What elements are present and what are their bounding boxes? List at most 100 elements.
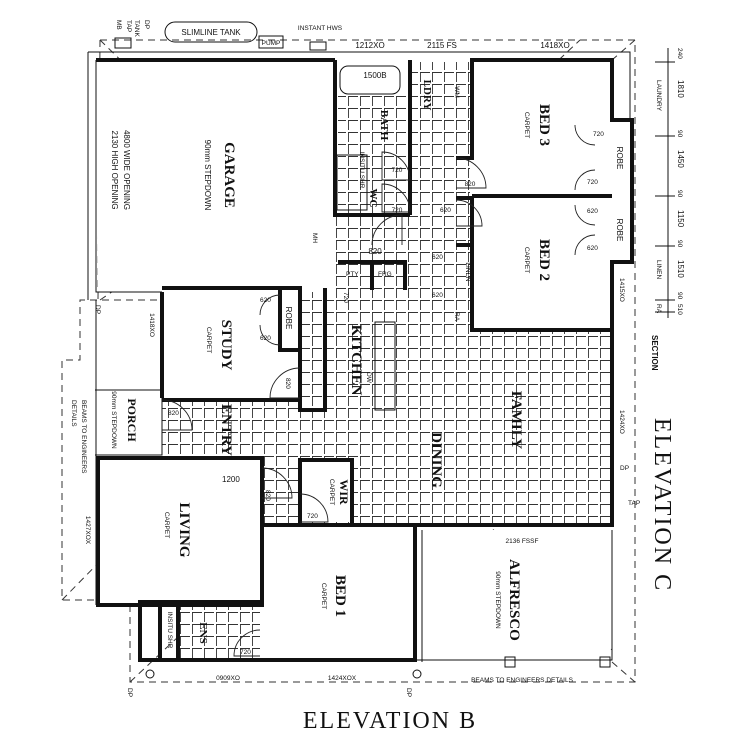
downpipe-icon bbox=[145, 669, 155, 679]
alfresco-stepdown: 90mm STEPDOWN bbox=[494, 571, 501, 629]
side-dimensions: 240 LAUNDRY 1810 90 1450 90 1150 90 LINE… bbox=[650, 48, 685, 371]
dim-linen-label: LINEN bbox=[655, 260, 662, 279]
kitchen-label: KITCHEN bbox=[348, 325, 364, 396]
bed3-label: BED 3 bbox=[536, 104, 552, 146]
room-alfresco: ALFRESCO 90mm STEPDOWN 2136 FSSF BEAMS T… bbox=[471, 538, 574, 684]
room-ensuite: ENS INSITU SHR 720 0909XO bbox=[166, 612, 251, 682]
garage-label: GARAGE bbox=[221, 142, 237, 208]
family-dp: DP bbox=[620, 465, 629, 472]
porch-door: 820 bbox=[168, 410, 179, 417]
dining-label: DINING bbox=[428, 432, 444, 488]
room-bed-1: BED 1 CARPET 1424XOX bbox=[320, 575, 357, 682]
carpet-rooms bbox=[98, 62, 612, 662]
wir-label: WIR bbox=[337, 479, 351, 505]
linen-label: LINEN bbox=[464, 262, 471, 281]
living-label: LIVING bbox=[176, 502, 192, 557]
pump-label: PUMP bbox=[262, 40, 281, 47]
manhole-label: MH bbox=[311, 233, 318, 243]
mb-label: MB bbox=[115, 20, 122, 30]
wir-door: 720 bbox=[307, 513, 318, 520]
dim-1810: 1810 bbox=[676, 80, 685, 98]
bed3-floor: CARPET bbox=[523, 112, 530, 138]
room-bath: 1500B BATH INSITU SHR 720 WC 720 820 LDR… bbox=[358, 71, 476, 256]
linen-door-2: 620 bbox=[432, 292, 443, 299]
study-window: 1418XO bbox=[148, 313, 155, 337]
garage-opening-height: 2130 HIGH OPENING bbox=[110, 130, 119, 209]
bed1-label: BED 1 bbox=[332, 575, 348, 617]
dim-90-d: 90 bbox=[676, 292, 683, 300]
dim-ra-label: RA bbox=[655, 304, 662, 314]
study-robe-door-2: 620 bbox=[260, 335, 271, 342]
hall-door: 820 bbox=[368, 247, 382, 256]
bed2-robe-door-2: 620 bbox=[587, 245, 598, 252]
laundry-label: LDRY bbox=[421, 80, 433, 111]
garage-opening-width: 4800 WIDE OPENING bbox=[122, 130, 131, 210]
bed2-label: BED 2 bbox=[536, 239, 552, 281]
wc-label: WC bbox=[367, 189, 379, 208]
dim-1450: 1450 bbox=[676, 150, 685, 168]
wir-floor: CARPET bbox=[328, 479, 335, 505]
room-bed-2: BED 2 CARPET ROBE 620 620 620 LINEN 620 … bbox=[432, 207, 625, 322]
bed2-door: 620 bbox=[440, 207, 451, 214]
dim-90-c: 90 bbox=[676, 240, 683, 248]
bed2-robe-door-1: 620 bbox=[587, 208, 598, 215]
dim-510: 510 bbox=[676, 304, 683, 315]
family-tap: TAP bbox=[628, 500, 640, 507]
site-services: MB TAP TANK DP SLIMLINE TANK PUMP INSTAN… bbox=[115, 20, 570, 50]
ens-label: ENS bbox=[197, 622, 209, 643]
elevation-c-title: ELEVATION C bbox=[649, 418, 675, 592]
dishwasher-label: DW bbox=[365, 372, 372, 384]
bed2-floor: CARPET bbox=[523, 247, 530, 273]
bed3-door: 820 bbox=[465, 181, 476, 188]
ens-window: 0909XO bbox=[216, 675, 240, 682]
room-garage: GARAGE 90mm STEPDOWN 4800 WIDE OPENING 2… bbox=[110, 130, 318, 243]
walls bbox=[87, 21, 634, 668]
entry-door: 820 bbox=[264, 490, 271, 501]
door-swings bbox=[161, 124, 596, 657]
study-floor: CARPET bbox=[205, 327, 212, 353]
ra-label: RA bbox=[453, 312, 460, 322]
tank-label: TANK bbox=[133, 20, 140, 38]
entry-dim-1200: 1200 bbox=[222, 475, 240, 484]
porch-label: PORCH bbox=[125, 398, 139, 442]
elevation-b-title: ELEVATION B bbox=[303, 708, 477, 734]
bath-label: BATH bbox=[378, 110, 390, 141]
porch-beams-1: BEAMS TO ENGINEERS bbox=[80, 400, 87, 474]
wc-door: 720 bbox=[392, 207, 403, 214]
linen-door-1: 620 bbox=[432, 254, 443, 261]
window-1212xo: 1212XO bbox=[355, 41, 384, 50]
living-window: 1427XOX bbox=[84, 516, 91, 545]
bed2-window: 1415XO bbox=[618, 278, 625, 302]
living-floor: CARPET bbox=[163, 512, 170, 538]
dim-laundry-label: LAUNDRY bbox=[655, 80, 662, 112]
dp-label: DP bbox=[143, 20, 150, 29]
shower-label: INSITU SHR bbox=[358, 152, 365, 189]
instant-hws-label: INSTANT HWS bbox=[298, 25, 343, 32]
pantry-door: 720 bbox=[342, 292, 349, 303]
dim-1510: 1510 bbox=[676, 260, 685, 278]
alfresco-beams: BEAMS TO ENGINEERS DETAILS bbox=[471, 677, 574, 684]
entry-label: ENTRY bbox=[218, 404, 234, 456]
dp-bottom-mid: DP bbox=[405, 688, 412, 697]
dim-240: 240 bbox=[676, 48, 683, 59]
family-label: FAMILY bbox=[508, 391, 524, 450]
family-window: 1424XO bbox=[618, 410, 625, 434]
bath-door: 720 bbox=[392, 167, 403, 174]
dim-90-b: 90 bbox=[676, 190, 683, 198]
room-bed-3: BED 3 CARPET ROBE 720 720 bbox=[523, 104, 624, 186]
bed3-robe-label: ROBE bbox=[615, 147, 624, 170]
pantry-label: PTY bbox=[346, 271, 359, 278]
porch-stepdown: 90mm STEPDOWN bbox=[110, 391, 117, 449]
dim-90-a: 90 bbox=[676, 130, 683, 138]
bed2-robe-label: ROBE bbox=[615, 219, 624, 242]
downpipe-icon bbox=[412, 669, 422, 679]
dp-bottom-left: DP bbox=[126, 688, 133, 697]
ens-shower: INSITU SHR bbox=[166, 612, 173, 649]
alfresco-door-window: 2136 FSSF bbox=[506, 538, 539, 545]
room-entry: ENTRY 1200 820 bbox=[218, 404, 271, 501]
study-robe-door-1: 620 bbox=[260, 297, 271, 304]
bed3-robe-door-1: 720 bbox=[593, 131, 604, 138]
section-label: SECTION bbox=[650, 335, 659, 371]
bed1-window: 1424XOX bbox=[328, 675, 357, 682]
study-door: 820 bbox=[284, 378, 291, 389]
